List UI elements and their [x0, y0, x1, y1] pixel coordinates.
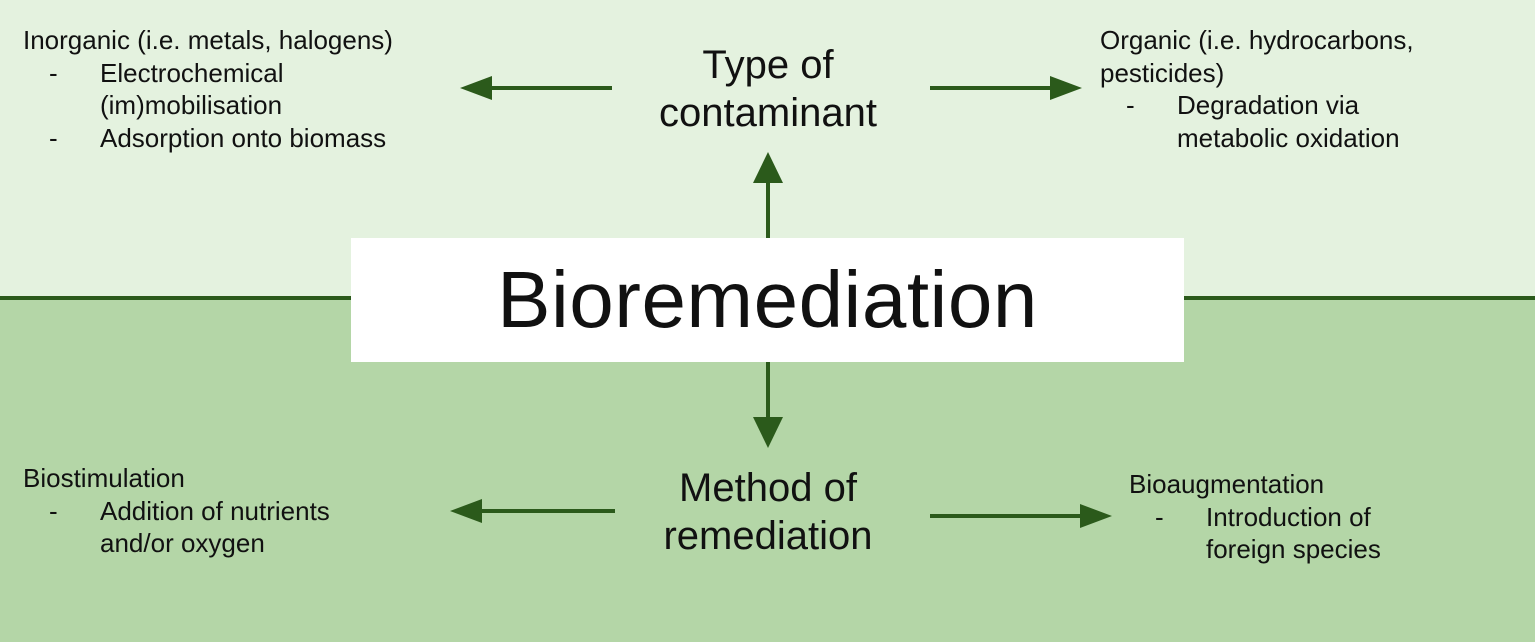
arrow-down-head	[753, 417, 783, 448]
arrow-to-inorganic-head	[460, 76, 492, 100]
organic-heading-line1: Organic (i.e. hydrocarbons,	[1100, 25, 1414, 55]
method-label-line1: Method of	[679, 466, 857, 510]
biostimulation-block: Biostimulation Addition of nutrients and…	[23, 462, 423, 560]
arrow-to-organic-head	[1050, 76, 1082, 100]
inorganic-item: Adsorption onto biomass	[23, 122, 453, 155]
bioaugmentation-item: Introduction of foreign species	[1129, 501, 1446, 566]
inorganic-block: Inorganic (i.e. metals, halogens) Electr…	[23, 24, 453, 154]
type-of-contaminant-node: Type of contaminant	[618, 41, 918, 137]
biostimulation-item: Addition of nutrients and/or oxygen	[23, 495, 410, 560]
bioaugmentation-heading: Bioaugmentation	[1129, 469, 1325, 499]
organic-heading-line2: pesticides)	[1100, 57, 1225, 88]
inorganic-item: Electrochemical (im)mobilisation	[23, 57, 370, 122]
biostimulation-list: Addition of nutrients and/or oxygen	[23, 495, 423, 560]
method-of-remediation-node: Method of remediation	[618, 464, 918, 560]
organic-block: Organic (i.e. hydrocarbons, pesticides) …	[1100, 24, 1520, 154]
arrow-up-head	[753, 152, 783, 183]
bioaugmentation-block: Bioaugmentation Introduction of foreign …	[1129, 468, 1509, 566]
organic-list: Degradation via metabolic oxidation	[1100, 89, 1520, 154]
organic-item: Degradation via metabolic oxidation	[1100, 89, 1477, 154]
method-label-line2: remediation	[663, 514, 873, 558]
bioaugmentation-list: Introduction of foreign species	[1129, 501, 1509, 566]
biostimulation-heading: Biostimulation	[23, 463, 185, 493]
arrow-to-bioaugmentation-head	[1080, 504, 1112, 528]
type-label-line2: contaminant	[659, 91, 877, 135]
inorganic-list: Electrochemical (im)mobilisation Adsorpt…	[23, 57, 453, 155]
inorganic-heading: Inorganic (i.e. metals, halogens)	[23, 25, 393, 55]
type-label-line1: Type of	[702, 43, 834, 87]
center-box: Bioremediation	[351, 238, 1184, 362]
arrow-to-biostimulation-head	[450, 499, 482, 523]
center-title: Bioremediation	[497, 255, 1038, 344]
